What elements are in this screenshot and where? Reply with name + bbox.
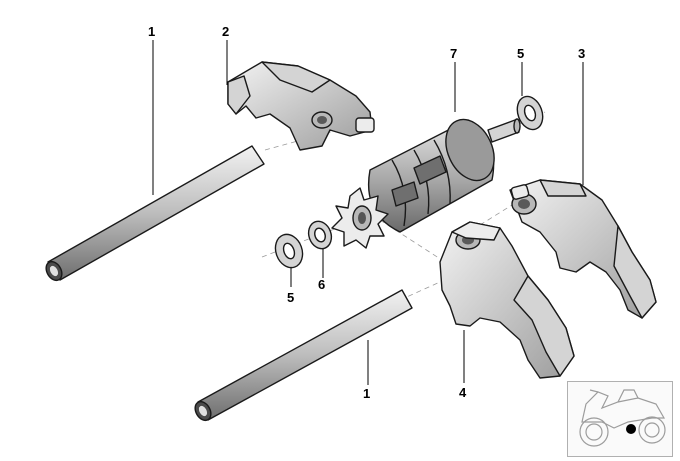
shift-fork-right (509, 179, 657, 319)
callout-fork-right: 3 (578, 46, 585, 61)
washer-upper (516, 95, 544, 131)
shift-fork-upper-left (227, 61, 375, 151)
callout-shaft-lower: 1 (363, 386, 370, 401)
callout-fork-upper-left: 2 (222, 24, 229, 39)
washer-small (307, 220, 333, 250)
callout-shaft-upper: 1 (148, 24, 155, 39)
callout-washer-lower: 5 (287, 290, 294, 305)
shift-drum (331, 118, 521, 249)
shift-fork-lower (439, 221, 575, 379)
callout-washer-upper: 5 (517, 46, 524, 61)
shaft-upper (45, 145, 265, 282)
shaft-lower (194, 289, 413, 422)
locator-thumbnail (567, 381, 673, 457)
callout-fork-lower: 4 (459, 385, 467, 400)
callout-washer-small: 6 (318, 277, 325, 292)
locator-marker (626, 424, 636, 434)
callout-drum: 7 (450, 46, 457, 61)
washer-lower (274, 233, 304, 269)
motorcycle-locator-icon (579, 389, 666, 447)
leader-lines (152, 40, 584, 385)
